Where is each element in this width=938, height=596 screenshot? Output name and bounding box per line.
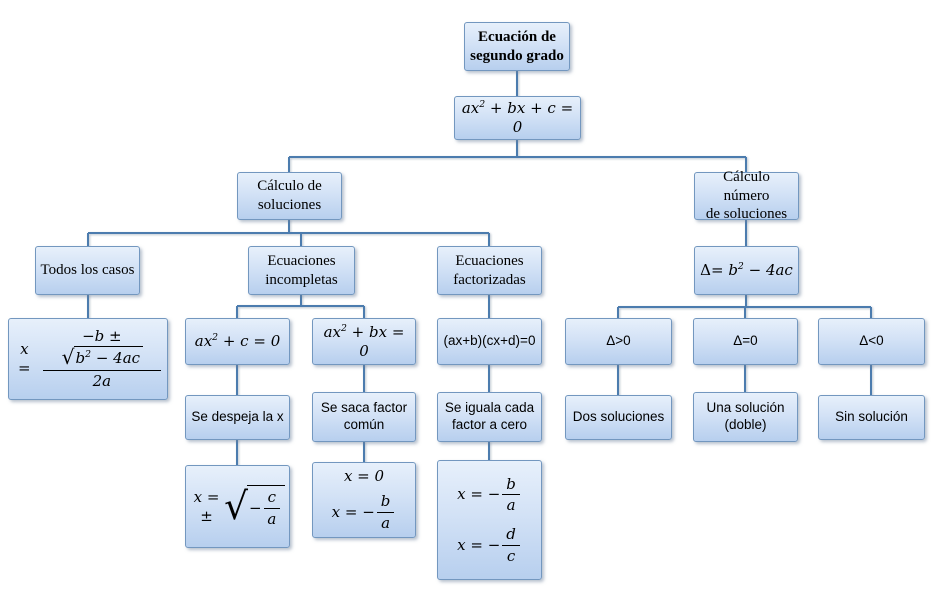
node-label: de soluciones [705, 206, 788, 223]
formula-text: ax2 + bx + c = 0 [461, 99, 574, 136]
node-delta-positivo: Δ>0 [565, 318, 672, 365]
node-una-solucion: Una solución (doble) [693, 392, 798, 442]
node-label: factorizadas [453, 271, 526, 288]
node-label: Una solución [706, 400, 785, 416]
node-label: segundo grado [470, 47, 564, 64]
formula-text: (ax+b)(cx+d)=0 [443, 333, 536, 349]
node-eq-incompleta-bx: ax2 + bx = 0 [312, 318, 416, 365]
node-calculo-numero-soluciones: Cálculo número de soluciones [694, 169, 799, 222]
formula-text: ax2 + c = 0 [194, 332, 281, 351]
node-label: Se iguala cada [444, 400, 535, 416]
node-label: Cálculo de [257, 178, 322, 195]
fraction: −b ± √b2 − 4ac 2a [42, 327, 161, 390]
node-label: Dos soluciones [572, 409, 665, 425]
node-label: factor a cero [451, 417, 528, 432]
node-ecuacion-general: ax2 + bx + c = 0 [454, 96, 581, 140]
node-se-despeja-x: Se despeja la x [185, 395, 290, 440]
node-formula-general: x = −b ± √b2 − 4ac 2a [8, 318, 168, 400]
node-label: Se saca factor [320, 400, 408, 416]
node-sin-solucion: Sin solución [818, 395, 925, 440]
node-label: Se despeja la x [191, 409, 284, 425]
node-label: Cálculo número [723, 168, 770, 204]
node-label: soluciones [257, 197, 322, 213]
formula-line: x = 0 [343, 467, 385, 486]
node-calculo-soluciones: Cálculo de soluciones [237, 172, 342, 220]
node-label: Ecuaciones [455, 252, 524, 269]
node-dos-soluciones: Dos soluciones [565, 395, 672, 440]
formula-lhs: x = [18, 340, 31, 377]
node-label: Δ<0 [859, 333, 884, 349]
sqrt-sign: √ [61, 345, 75, 370]
node-label: Sin solución [835, 409, 908, 425]
node-delta-cero: Δ=0 [693, 318, 798, 365]
node-eq-incompleta-c: ax2 + c = 0 [185, 318, 290, 365]
node-label: Ecuación de [478, 28, 556, 45]
node-todos-los-casos: Todos los casos [35, 246, 140, 295]
node-ecuaciones-factorizadas: Ecuaciones factorizadas [437, 246, 542, 295]
node-delta-negativo: Δ<0 [818, 318, 925, 365]
node-label: (doble) [724, 417, 767, 432]
node-label: Δ=0 [733, 333, 758, 349]
node-label: Todos los casos [40, 262, 135, 279]
formula-text: ax2 + bx = 0 [323, 322, 405, 360]
node-label: incompletas [265, 271, 338, 288]
formula-text: Δ= b2 − 4ac [700, 261, 793, 280]
node-iguala-cero: Se iguala cada factor a cero [437, 392, 542, 442]
node-ecuacion-segundo-grado: Ecuación de segundo grado [464, 22, 570, 71]
node-eq-factorizada: (ax+b)(cx+d)=0 [437, 318, 542, 365]
fraction-numerator: −b ± √b2 − 4ac [42, 327, 161, 371]
formula-lhs: x = ± [193, 487, 220, 525]
sqrt-sign: √ [224, 484, 249, 529]
node-label: Δ>0 [606, 333, 631, 349]
node-factor-comun: Se saca factor común [312, 392, 416, 442]
node-label: común [343, 417, 385, 432]
fraction-denominator: 2a [92, 371, 112, 390]
node-label: Ecuaciones [267, 252, 336, 269]
node-ecuaciones-incompletas: Ecuaciones incompletas [248, 246, 355, 295]
sqrt: √b2 − 4ac [61, 345, 144, 370]
node-discriminante: Δ= b2 − 4ac [694, 246, 799, 295]
